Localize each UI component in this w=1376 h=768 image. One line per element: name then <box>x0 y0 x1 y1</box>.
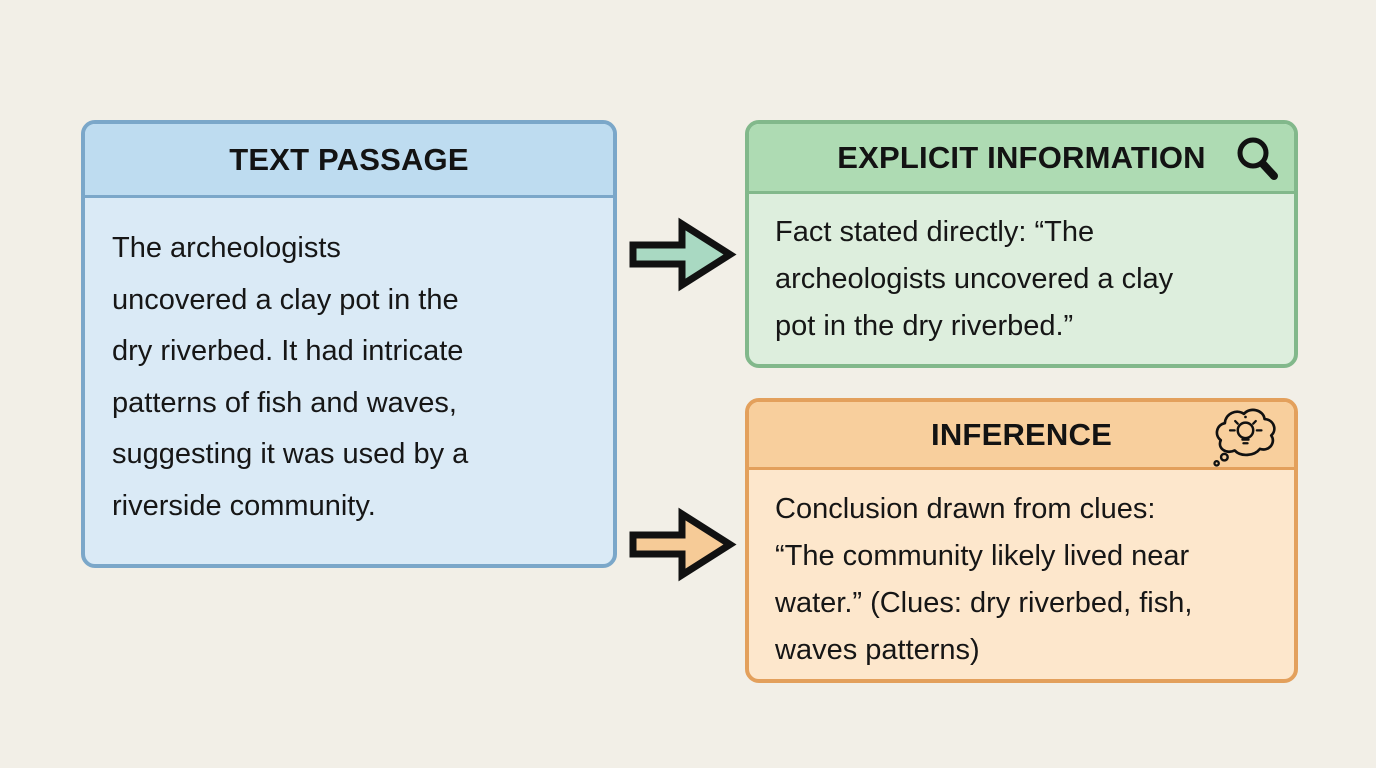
arrow-right-explicit-icon <box>629 217 737 292</box>
explicit-information-box: EXPLICIT INFORMATION Fact stated directl… <box>745 120 1298 368</box>
explicit-information-body: Fact stated directly: “The archeologists… <box>775 216 1174 342</box>
text-passage-body: The archeologists uncovered a clay pot i… <box>112 232 469 522</box>
inference-box: INFERENCE Conclusion drawn from clues: “… <box>745 398 1298 683</box>
inference-title: INFERENCE <box>931 416 1112 452</box>
explicit-information-header: EXPLICIT INFORMATION <box>749 124 1294 194</box>
inference-header: INFERENCE <box>749 402 1294 470</box>
explicit-information-title: EXPLICIT INFORMATION <box>837 139 1206 175</box>
magnifier-icon <box>1237 137 1278 180</box>
arrow-right-inference-icon <box>629 507 737 582</box>
text-passage-box: TEXT PASSAGE The archeologists uncovered… <box>81 120 617 568</box>
thought-bubble-lightbulb-icon <box>1213 408 1276 467</box>
text-passage-title: TEXT PASSAGE <box>229 141 469 177</box>
text-passage-header: TEXT PASSAGE <box>85 124 613 198</box>
inference-body: Conclusion drawn from clues: “The commun… <box>775 493 1193 666</box>
